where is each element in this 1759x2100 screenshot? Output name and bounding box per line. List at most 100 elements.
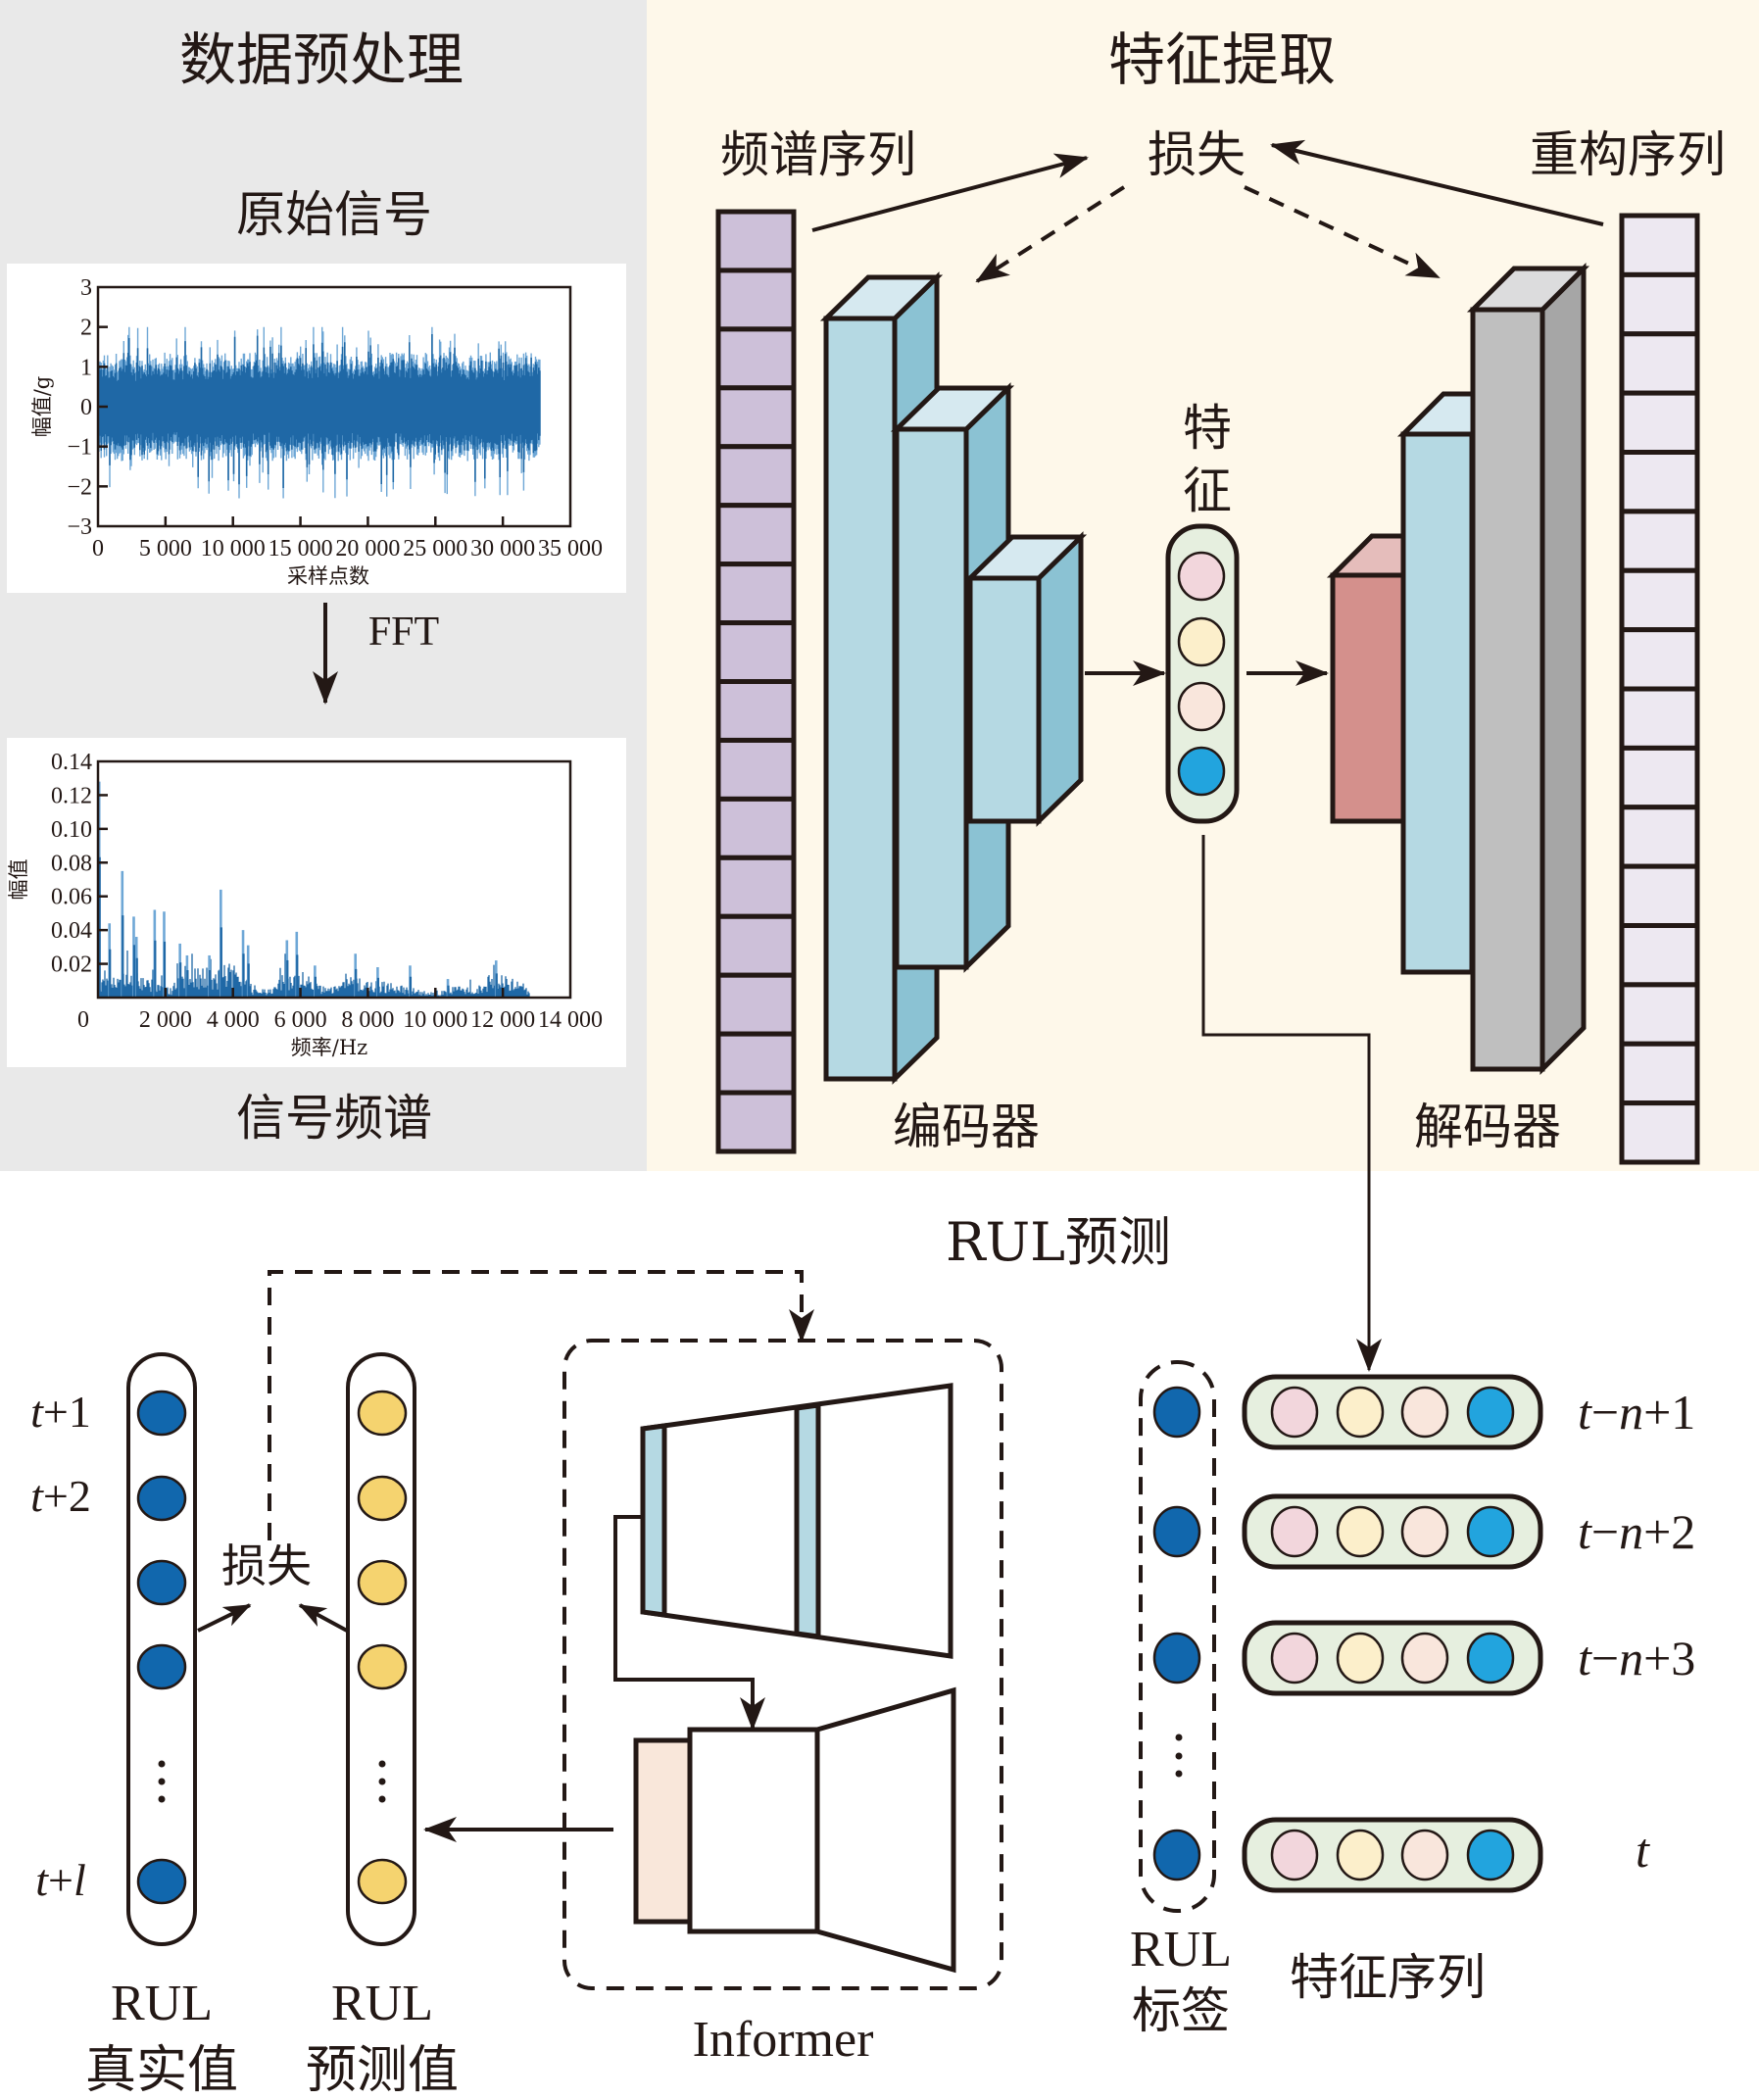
true-rul-label-line1: RUL (111, 1976, 213, 2031)
feature-sequence-row (1242, 1620, 1543, 1696)
feature-node (1466, 1386, 1515, 1439)
x-tick-label: 2 000 (139, 1007, 192, 1033)
y-tick-label: 1 (80, 355, 92, 380)
spectrum-chart-box (7, 738, 626, 1067)
x-axis-label: 频率/Hz (291, 1036, 367, 1059)
feature-node (1270, 1386, 1319, 1439)
ellipsis-dot (378, 1760, 386, 1768)
feature-sequence-label: 特征序列 (1290, 1949, 1486, 2006)
feature-node (1466, 1829, 1515, 1881)
x-tick-label: 30 000 (470, 536, 535, 562)
rul-label-node (1152, 1386, 1201, 1439)
output-step-label: t+1 (30, 1387, 91, 1437)
reconstructed-sequence-cell (1619, 390, 1700, 455)
y-tick-label: 0.10 (51, 817, 92, 843)
feature-node (1466, 1505, 1515, 1558)
x-tick-label: 12 000 (470, 1007, 535, 1033)
reconstruction-loss-label: 损失 (1148, 126, 1246, 183)
y-tick-label: 0.08 (51, 851, 92, 876)
input-sequence-cell (715, 972, 797, 1037)
block-front-face (1470, 307, 1545, 1072)
ellipsis-dot (1175, 1734, 1183, 1741)
ellipsis-dot (1175, 1770, 1183, 1778)
ellipsis-dot (1175, 1752, 1183, 1760)
feature-node (1270, 1829, 1319, 1881)
input-sequence-cell (715, 444, 797, 509)
input-step-label: t−n+2 (1578, 1504, 1696, 1559)
feature-node (1336, 1386, 1385, 1439)
y-tick-label: −1 (67, 435, 92, 461)
y-tick-label: 0.04 (51, 918, 92, 944)
feature-node (1336, 1632, 1385, 1685)
input-sequence-cell (715, 326, 797, 391)
feature-sequence-row (1242, 1374, 1543, 1450)
reconstructed-sequence-cell (1619, 271, 1700, 337)
loss-feedback-dashed-arrow (268, 1270, 814, 1540)
x-tick-label: 0 (77, 1007, 89, 1033)
informer-label: Informer (692, 2012, 874, 2068)
block-front-face (1400, 431, 1475, 975)
reconstructed-sequence-cell (1619, 1100, 1700, 1165)
informer-model (562, 1339, 1003, 1990)
decoder-input-block (633, 1737, 693, 1925)
ellipsis-dot (378, 1795, 386, 1803)
pred-to-loss-arrow (298, 1603, 348, 1633)
output-step-label: t+l (35, 1855, 86, 1905)
output-step-label: t+2 (30, 1471, 91, 1521)
input-step-label: t (1636, 1823, 1649, 1878)
true-to-loss-arrow (197, 1603, 252, 1633)
reconstructed-sequence-cell (1619, 863, 1700, 928)
predicted-rul-node (357, 1643, 408, 1690)
block-front-face (967, 575, 1042, 824)
rul-nodes (136, 1390, 408, 1905)
decoder (1326, 262, 1590, 1076)
input-sequence-cell (715, 268, 797, 332)
feature-node (1177, 746, 1226, 797)
reconstructed-sequence-cell (1619, 509, 1700, 573)
x-tick-label: 10 000 (201, 536, 266, 562)
x-tick-label: 5 000 (139, 536, 192, 562)
y-tick-label: 0.12 (51, 783, 92, 808)
feature-node (1400, 1632, 1449, 1685)
encoder-attention-strip (640, 1423, 667, 1618)
x-tick-label: 35 000 (538, 536, 603, 562)
reconstructed-sequence-label: 重构序列 (1530, 126, 1726, 183)
prediction-loss-label: 损失 (221, 1539, 312, 1592)
x-tick-label: 25 000 (403, 536, 467, 562)
decoder-layer-2 (1396, 391, 1519, 975)
rul-tag-label-line1: RUL (1130, 1922, 1232, 1978)
loss-to-decoder-dashed-arrow (1244, 185, 1441, 279)
plot-frame (96, 759, 572, 1000)
x-tick-label: 0 (92, 536, 104, 562)
feature-to-sequence-connector (1201, 835, 1382, 1372)
fft-label: FFT (367, 610, 440, 655)
feature-vector-pill (1242, 1620, 1543, 1696)
encoder-to-decoder-connector (613, 1515, 765, 1731)
feature-vector-pill (1242, 1374, 1543, 1450)
x-axis-label: 采样点数 (287, 564, 369, 588)
block-front-face (894, 426, 969, 970)
feature-sequence-row (1242, 1493, 1543, 1570)
y-tick-label: 0.14 (51, 750, 92, 775)
y-axis-label: 幅值 (7, 859, 30, 901)
feature-node (1400, 1829, 1449, 1881)
rul-tag-label-line2: 标签 (1132, 1982, 1230, 2039)
reconstructed-sequence-cell (1619, 627, 1700, 692)
reconstructed-sequence-cell (1619, 331, 1700, 396)
y-tick-label: 2 (80, 316, 92, 341)
rul-label-group-outline (1139, 1360, 1216, 1913)
predicted-rul-node (357, 1475, 408, 1522)
block-front-face (823, 316, 898, 1082)
encoder (819, 271, 1088, 1085)
reconstructed-sequence-cell (1619, 923, 1700, 988)
latent-feature-vector (1165, 523, 1240, 824)
x-tick-label: 10 000 (403, 1007, 467, 1033)
rul-label-node (1152, 1505, 1201, 1558)
feature-vector-pill (1242, 1493, 1543, 1570)
input-sequence-cell (715, 855, 797, 919)
input-to-loss-arrow (811, 153, 1089, 232)
input-sequence-cell (715, 1031, 797, 1096)
